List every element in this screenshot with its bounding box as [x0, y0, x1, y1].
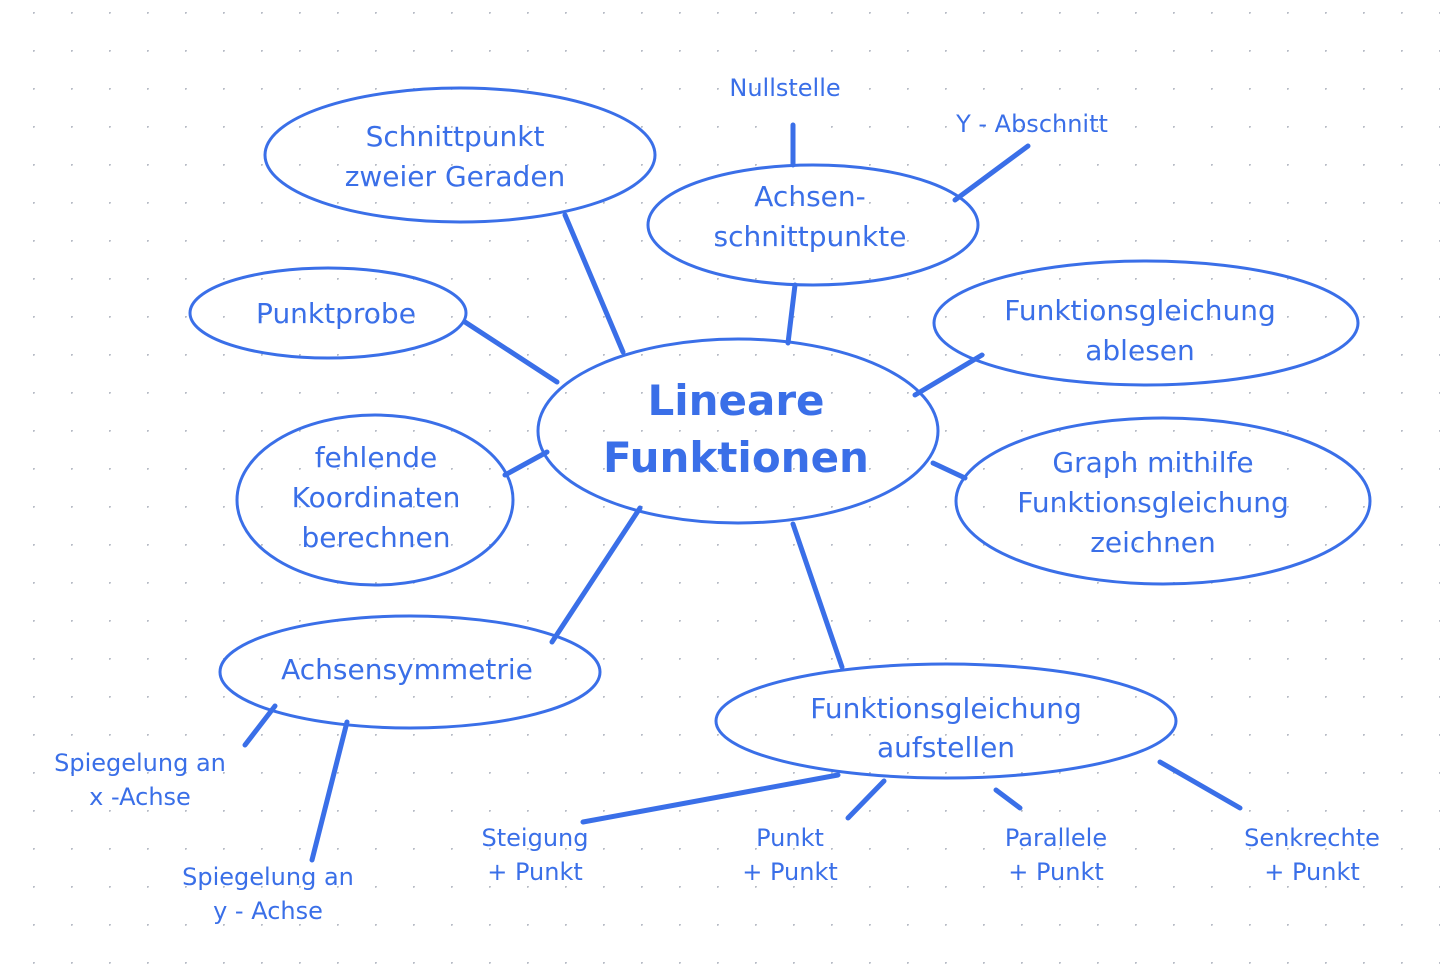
center-label-line1: Lineare	[647, 376, 824, 425]
graph-label-line2: Funktionsgleichung	[1017, 486, 1288, 519]
achsenschnittpunkte-label-line2: schnittpunkte	[714, 220, 907, 253]
link-senkrechte-punkt	[1157, 759, 1243, 811]
node-schnittpunkt[interactable]	[263, 86, 657, 224]
aufstellen-label-line2: aufstellen	[877, 731, 1015, 764]
link-steigung-punkt	[580, 772, 841, 825]
achsenschnittpunkte-label-line1: Achsen-	[754, 180, 865, 213]
node-fehlende[interactable]	[235, 413, 515, 587]
senkrechte-punkt-label-line2: + Punkt	[1264, 858, 1360, 886]
ablesen-label-line2: ablesen	[1085, 334, 1195, 367]
nullstelle-label: Nullstelle	[729, 74, 840, 102]
graph-label-line1: Graph mithilfe	[1052, 446, 1253, 479]
punkt-punkt-label-line2: + Punkt	[742, 858, 838, 886]
fehlende-label-line2: Koordinaten	[292, 481, 461, 514]
node-achsenschnittpunkte[interactable]	[646, 163, 980, 287]
spiegelung-y-label-line2: y - Achse	[213, 897, 323, 925]
punktprobe-label: Punktprobe	[256, 297, 416, 330]
link-parallele-punkt	[993, 787, 1023, 811]
node-punktprobe[interactable]	[188, 266, 468, 360]
schnittpunkt-label-line1: Schnittpunkt	[366, 120, 545, 153]
link-y-abschnitt	[952, 143, 1031, 203]
link-schnittpunkt	[562, 212, 626, 355]
link-spiegelung-y	[309, 719, 350, 863]
link-graph	[930, 460, 968, 481]
punkt-punkt-label-line1: Punkt	[756, 824, 824, 852]
fehlende-label-line1: fehlende	[315, 441, 438, 474]
node-aufstellen[interactable]	[714, 662, 1178, 780]
center-node[interactable]	[536, 337, 940, 525]
link-fehlende	[502, 449, 550, 478]
parallele-punkt-label-line2: + Punkt	[1008, 858, 1104, 886]
schnittpunkt-label-line2: zweier Geraden	[345, 160, 566, 193]
steigung-punkt-label-line2: + Punkt	[487, 858, 583, 886]
parallele-punkt-label-line1: Parallele	[1005, 824, 1107, 852]
y-abschnitt-label: Y - Abschnitt	[955, 110, 1108, 138]
aufstellen-label-line1: Funktionsgleichung	[810, 692, 1081, 725]
link-achsensymmetrie	[549, 505, 643, 645]
node-ablesen[interactable]	[932, 259, 1360, 387]
link-spiegelung-x	[242, 703, 278, 748]
spiegelung-x-label-line2: x -Achse	[89, 783, 191, 811]
links	[242, 122, 1243, 863]
link-ablesen	[912, 352, 985, 398]
link-punktprobe	[462, 319, 560, 385]
center-label-line2: Funktionen	[603, 433, 869, 482]
link-punkt-punkt	[845, 778, 887, 821]
ablesen-label-line1: Funktionsgleichung	[1004, 294, 1275, 327]
fehlende-label-line3: berechnen	[302, 521, 451, 554]
node-achsensymmetrie[interactable]	[218, 614, 602, 730]
achsensymmetrie-label: Achsensymmetrie	[281, 653, 533, 686]
spiegelung-x-label-line1: Spiegelung an	[54, 749, 226, 777]
spiegelung-y-label-line1: Spiegelung an	[182, 863, 354, 891]
link-aufstellen	[790, 521, 845, 670]
node-graph[interactable]	[954, 416, 1372, 586]
senkrechte-punkt-label-line1: Senkrechte	[1244, 824, 1380, 852]
steigung-punkt-label-line1: Steigung	[482, 824, 589, 852]
link-achsenschnittpunkte	[785, 282, 798, 346]
graph-label-line3: zeichnen	[1090, 526, 1216, 559]
